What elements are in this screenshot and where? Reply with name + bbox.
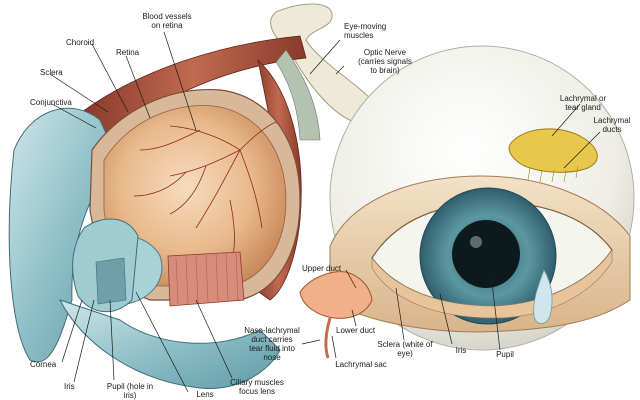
label-sclera-left: Sclera — [40, 68, 63, 77]
label-cornea: Cornea — [30, 360, 57, 369]
label-blood-vessels: Blood vessels on retina — [142, 12, 192, 30]
label-lachrymal-ducts: Lachrymal ducts — [593, 116, 631, 134]
label-pupil-right: Pupil — [496, 350, 514, 359]
label-lachrymal-gland: Lachrymal or tear gland — [559, 94, 607, 112]
label-lachrymal-sac: Lachrymal sac — [335, 360, 387, 369]
label-lower-duct: Lower duct — [336, 326, 376, 335]
leader-lines — [49, 31, 601, 393]
label-pupil-left: Pupil (hole in iris) — [106, 382, 154, 400]
label-naso-lachrymal: Naso-lachrymal duct carries tear fluid i… — [244, 326, 300, 362]
label-upper-duct: Upper duct — [302, 264, 342, 273]
label-iris-right: Iris — [455, 346, 467, 355]
label-choroid: Choroid — [66, 38, 95, 47]
right-eye-shape — [299, 45, 635, 359]
label-ciliary-muscles: Ciliary muscles focus lens — [230, 378, 284, 396]
label-retina: Retina — [116, 48, 140, 57]
label-sclera-white: Sclera (white of eye) — [377, 340, 433, 358]
label-lens: Lens — [196, 390, 214, 399]
label-eye-moving-muscles: Eye-moving muscles — [344, 22, 387, 40]
left-eye-section-shape — [8, 88, 301, 389]
label-conjunctiva: Conjunctiva — [30, 98, 72, 107]
label-optic-nerve: Optic Nerve (carries signals to brain) — [358, 48, 412, 75]
label-iris-left: Iris — [64, 382, 75, 391]
